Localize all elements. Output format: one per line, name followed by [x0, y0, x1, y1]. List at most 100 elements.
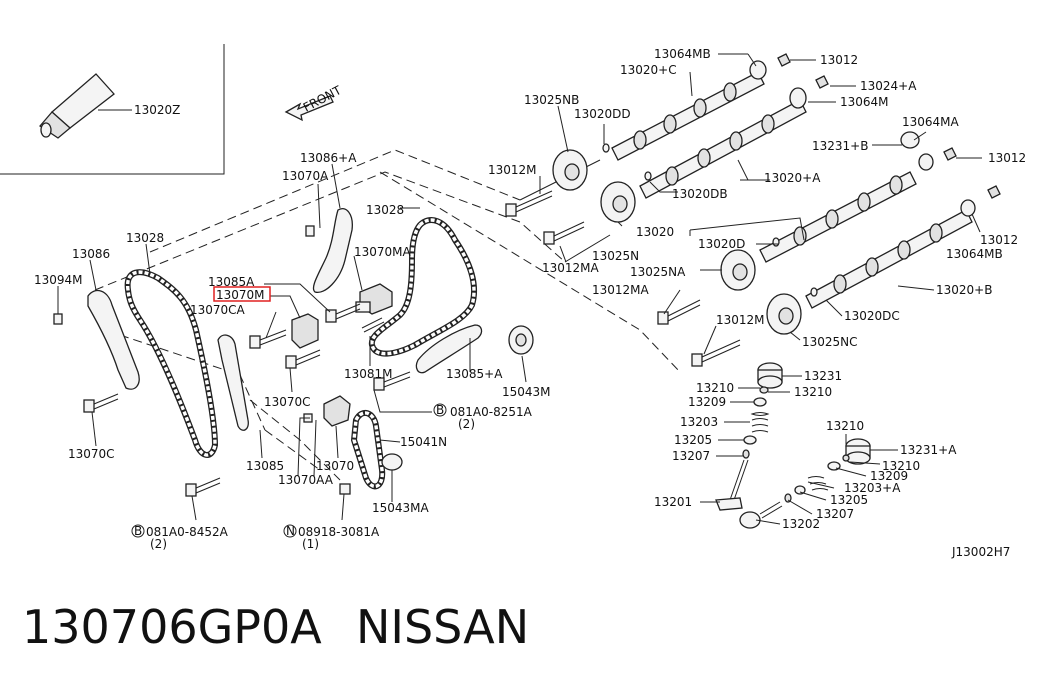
part-label-13020z: 13020Z [134, 103, 180, 117]
part-label-13020db: 13020DB [672, 187, 728, 201]
part-label-13064mb-r: 13064MB [946, 247, 1003, 261]
part-label-13020dc: 13020DC [844, 309, 900, 323]
camshaft-13020c [611, 71, 765, 161]
part-label-13020a: 13020+A [764, 171, 821, 185]
brand-name: NISSAN [356, 600, 530, 654]
tensioner-13070 [323, 395, 351, 427]
part-label-15043ma: 15043MA [372, 501, 430, 515]
reference-code: J13002H7 [951, 545, 1010, 559]
svg-text:B: B [436, 403, 444, 417]
lifter-13231a [845, 438, 871, 465]
part-label-13012-top: 13012 [820, 53, 858, 67]
part-label-13070: 13070 [316, 459, 354, 473]
sprocket-13025na [720, 249, 756, 291]
chain-tensioner [355, 283, 393, 315]
part-label-13085: 13085 [246, 459, 284, 473]
valve-13202 [739, 501, 783, 529]
part-label-13085a-2: 13085+A [446, 367, 503, 381]
part-label-13012m-2: 13012M [716, 313, 765, 327]
front-arrow-icon [284, 95, 334, 122]
part-label-13210-a: 13210 [696, 381, 734, 395]
part-label-13064m: 13064M [840, 95, 889, 109]
part-label-13231b: 13231+B [812, 139, 868, 153]
part-label-13020d: 13020D [698, 237, 745, 251]
part-label-15043m: 15043M [502, 385, 551, 399]
badge-b2: B [131, 524, 145, 538]
part-label-13094m: 13094M [34, 273, 83, 287]
part-label-13012ma-2: 13012MA [592, 283, 650, 297]
tension-arm [217, 334, 249, 431]
upper-chain-guide [312, 208, 353, 293]
badge-b1: B [433, 403, 447, 417]
primary-timing-chain [124, 269, 219, 458]
part-label-13070m: 13070M [216, 288, 265, 302]
dashed-guides [94, 149, 681, 481]
highlight-box [213, 286, 271, 302]
sprocket-13025nc [766, 293, 802, 335]
part-label-13209-b: 13209 [870, 469, 908, 483]
camshaft-13020 [759, 171, 917, 263]
part-label-13081m: 13081M [344, 367, 393, 381]
leader-lines [57, 53, 982, 525]
part-label-13202: 13202 [782, 517, 820, 531]
tensioner-13070m [291, 313, 319, 349]
part-label-13070ma: 13070MA [354, 245, 412, 259]
part-number: 130706GP0A [22, 600, 322, 654]
camshaft-13020b [805, 209, 973, 309]
sprocket-15043ma [381, 453, 403, 471]
sprocket-13025n [600, 181, 636, 223]
part-label-13020c: 13020+C [620, 63, 677, 77]
part-label-13210-c: 13210 [826, 419, 864, 433]
chain-guide-left [87, 289, 140, 390]
part-label-qty2-a: (2) [458, 417, 475, 431]
sprocket-13025nb [552, 149, 588, 191]
part-label-13020b: 13020+B [936, 283, 992, 297]
part-label-qty2-b: (2) [150, 537, 167, 551]
camshafts [611, 71, 973, 309]
front-label: FRONT [301, 83, 344, 115]
part-label-13203a: 13203+A [844, 481, 901, 495]
part-label-13070aa: 13070AA [278, 473, 334, 487]
part-label-13070a: 13070A [282, 169, 329, 183]
part-label-13070ca: 13070CA [190, 303, 246, 317]
part-label-13205-b: 13205 [830, 493, 868, 507]
part-label-13012-r: 13012 [988, 151, 1026, 165]
part-label-13028-l: 13028 [126, 231, 164, 245]
badge-n1: N [283, 524, 297, 538]
part-label-15041n: 15041N [400, 435, 447, 449]
sealant-inset [0, 44, 225, 175]
part-label-13024a: 13024+A [860, 79, 917, 93]
part-label-13201: 13201 [654, 495, 692, 509]
part-label-13028-r: 13028 [366, 203, 404, 217]
sprocket-15043m [508, 325, 534, 355]
part-label-13020: 13020 [636, 225, 674, 239]
part-label-13070c-a: 13070C [264, 395, 311, 409]
part-label-13085a: 13085A [208, 275, 255, 289]
lower-chain-guide [415, 324, 483, 374]
cam-sprockets [552, 149, 802, 335]
part-label-13025n: 13025N [592, 249, 639, 263]
part-label-13070c-b: 13070C [68, 447, 115, 461]
valve-13201 [715, 459, 749, 511]
part-label-13064mb-top: 13064MB [654, 47, 711, 61]
part-label-13203: 13203 [680, 415, 718, 429]
part-label-13210-b: 13210 [794, 385, 832, 399]
part-label-13209-a: 13209 [688, 395, 726, 409]
svg-text:B: B [134, 524, 142, 538]
part-label-qty1: (1) [302, 537, 319, 551]
part-label-081a0-8251a: 081A0-8251A [450, 405, 533, 419]
part-label-13012m-1: 13012M [488, 163, 537, 177]
part-label-08918-3081a: 08918-3081A [298, 525, 380, 539]
part-label-13064ma: 13064MA [902, 115, 960, 129]
part-label-13231a: 13231+A [900, 443, 957, 457]
bolts [53, 190, 741, 497]
part-label-13025nc: 13025NC [802, 335, 858, 349]
part-label-13210-d: 13210 [882, 459, 920, 473]
part-label-13207-b: 13207 [816, 507, 854, 521]
part-label-13012ma-1: 13012MA [542, 261, 600, 275]
cam-end-parts [602, 53, 1001, 297]
part-label-13231: 13231 [804, 369, 842, 383]
part-label-13020dd: 13020DD [574, 107, 631, 121]
